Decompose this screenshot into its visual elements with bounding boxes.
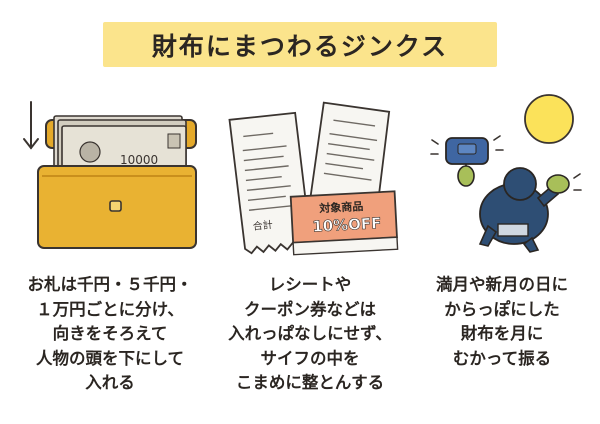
column-3-text: 満月や新月の日に からっぽにした 財布を月に むかって振る <box>414 273 590 371</box>
bill-number: 10000 <box>120 153 158 167</box>
text-line: 財布を月に <box>460 324 544 343</box>
moon-wallet-shaking-icon <box>430 94 582 253</box>
text-line: お札は千円・５千円・ <box>27 275 193 294</box>
full-moon-icon <box>524 94 574 144</box>
coupon-value: 10%OFF <box>312 214 382 236</box>
text-line: 人物の頭を下にして <box>35 348 184 368</box>
page-title: 財布にまつわるジンクス <box>151 31 449 61</box>
text-line: レシートや <box>268 275 352 294</box>
text-line: クーポン券などは <box>244 299 376 319</box>
text-line: サイフの中を <box>260 348 360 368</box>
receipt-total-label: 合計 <box>252 218 273 233</box>
wallet-with-bills-icon: 10000 <box>23 101 197 249</box>
text-line: こまめに整とんする <box>235 373 385 392</box>
title-banner: 財布にまつわるジンクス <box>103 22 497 67</box>
text-line: 向きをそろえて <box>52 324 168 343</box>
column-1-text: お札は千円・５千円・ １万円ごとに分け、 向きをそろえて 人物の頭を下にして 入… <box>18 273 202 396</box>
text-line: 入れる <box>85 373 135 392</box>
text-line: 入れっぱなしにせず、 <box>228 324 392 343</box>
text-line: 満月や新月の日に <box>436 275 568 294</box>
empty-wallet-icon <box>430 135 504 165</box>
receipts-coupon-icon: 合計 対象商品 10%OFF <box>228 101 399 256</box>
text-line: からっぽにした <box>444 299 560 319</box>
down-arrow-icon <box>23 101 39 150</box>
text-line: １万円ごとに分け、 <box>36 299 184 319</box>
person-figure <box>478 167 582 253</box>
coupon-label: 対象商品 <box>318 199 364 215</box>
column-2-text: レシートや クーポン券などは 入れっぱなしにせず、 サイフの中を こまめに整とん… <box>218 273 402 396</box>
text-line: むかって振る <box>452 348 552 368</box>
